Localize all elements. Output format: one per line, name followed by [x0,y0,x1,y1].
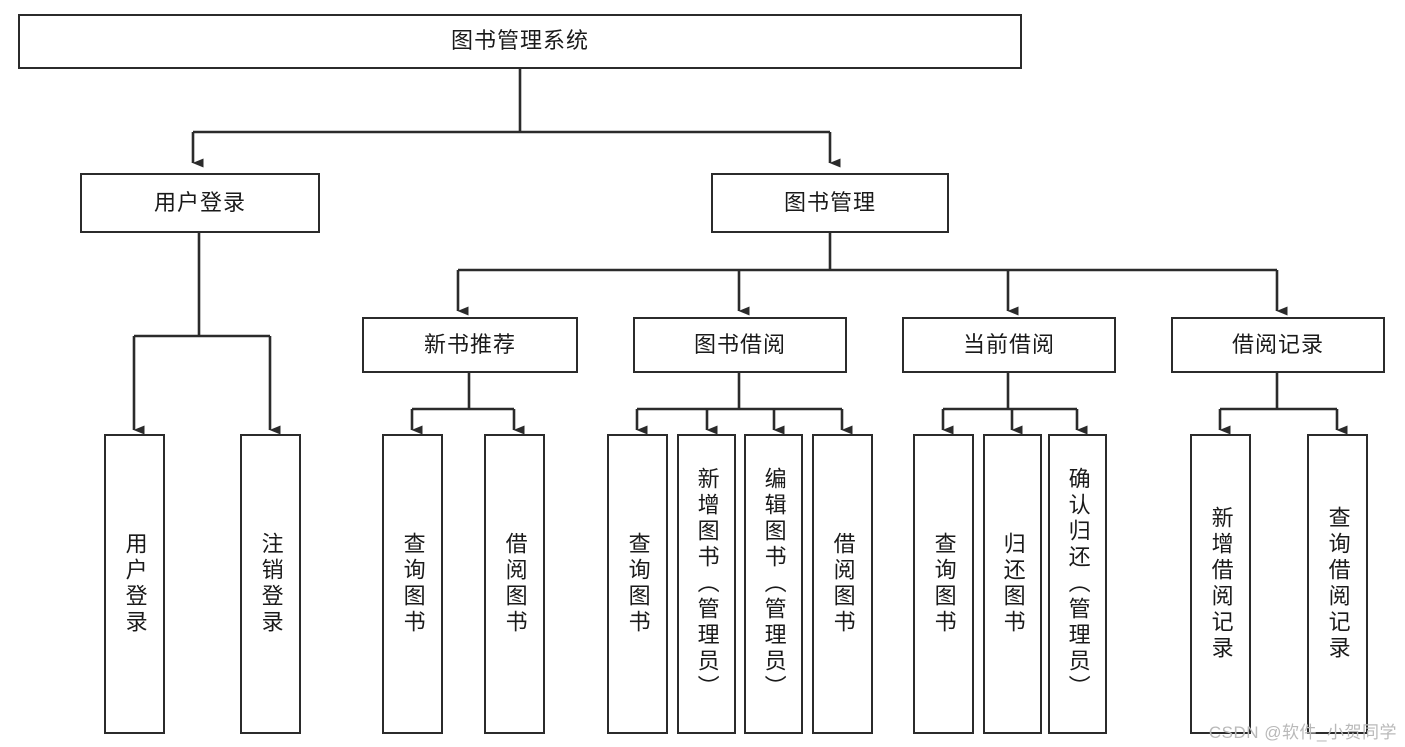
node-user-login[interactable]: 用户登录 [80,173,320,233]
leaf-confirm-return-label: 确认归还（管理员） [1065,467,1091,701]
leaf-confirm-return[interactable]: 确认归还（管理员） [1048,434,1107,734]
leaf-user-login-label: 用户登录 [122,532,148,636]
leaf-add-book-label: 新增图书（管理员） [694,467,720,701]
leaf-query-book-1-label: 查询图书 [400,532,426,636]
leaf-logout-login[interactable]: 注销登录 [240,434,301,734]
node-current-borrow[interactable]: 当前借阅 [902,317,1116,373]
leaf-query-record[interactable]: 查询借阅记录 [1307,434,1368,734]
node-book-manage-label: 图书管理 [783,189,876,215]
leaf-query-record-label: 查询借阅记录 [1325,506,1351,662]
leaf-borrow-book-1-label: 借阅图书 [502,532,528,636]
leaf-query-book-3-label: 查询图书 [931,532,957,636]
leaf-query-book-2[interactable]: 查询图书 [607,434,668,734]
leaf-query-book-2-label: 查询图书 [625,532,651,636]
node-root[interactable]: 图书管理系统 [18,14,1022,69]
csdn-watermark: CSDN @软件_小贺同学 [1208,723,1397,742]
leaf-return-book[interactable]: 归还图书 [983,434,1042,734]
leaf-borrow-book-2-label: 借阅图书 [830,532,856,636]
node-book-borrow-label: 图书借阅 [693,331,786,357]
node-borrow-record[interactable]: 借阅记录 [1171,317,1385,373]
leaf-logout-login-label: 注销登录 [258,532,284,636]
leaf-borrow-book-2[interactable]: 借阅图书 [812,434,873,734]
leaf-add-record-label: 新增借阅记录 [1208,506,1234,662]
leaf-user-login[interactable]: 用户登录 [104,434,165,734]
node-current-borrow-label: 当前借阅 [962,331,1055,357]
node-borrow-record-label: 借阅记录 [1231,331,1324,357]
leaf-add-book[interactable]: 新增图书（管理员） [677,434,736,734]
node-book-manage[interactable]: 图书管理 [711,173,949,233]
leaf-edit-book-label: 编辑图书（管理员） [761,467,787,701]
leaf-borrow-book-1[interactable]: 借阅图书 [484,434,545,734]
node-book-borrow[interactable]: 图书借阅 [633,317,847,373]
leaf-query-book-1[interactable]: 查询图书 [382,434,443,734]
node-new-book-recommend-label: 新书推荐 [423,331,516,357]
leaf-add-record[interactable]: 新增借阅记录 [1190,434,1251,734]
leaf-return-book-label: 归还图书 [1000,532,1026,636]
leaf-query-book-3[interactable]: 查询图书 [913,434,974,734]
leaf-edit-book[interactable]: 编辑图书（管理员） [744,434,803,734]
node-root-label: 图书管理系统 [450,28,589,54]
node-new-book-recommend[interactable]: 新书推荐 [362,317,578,373]
node-user-login-label: 用户登录 [153,189,246,215]
